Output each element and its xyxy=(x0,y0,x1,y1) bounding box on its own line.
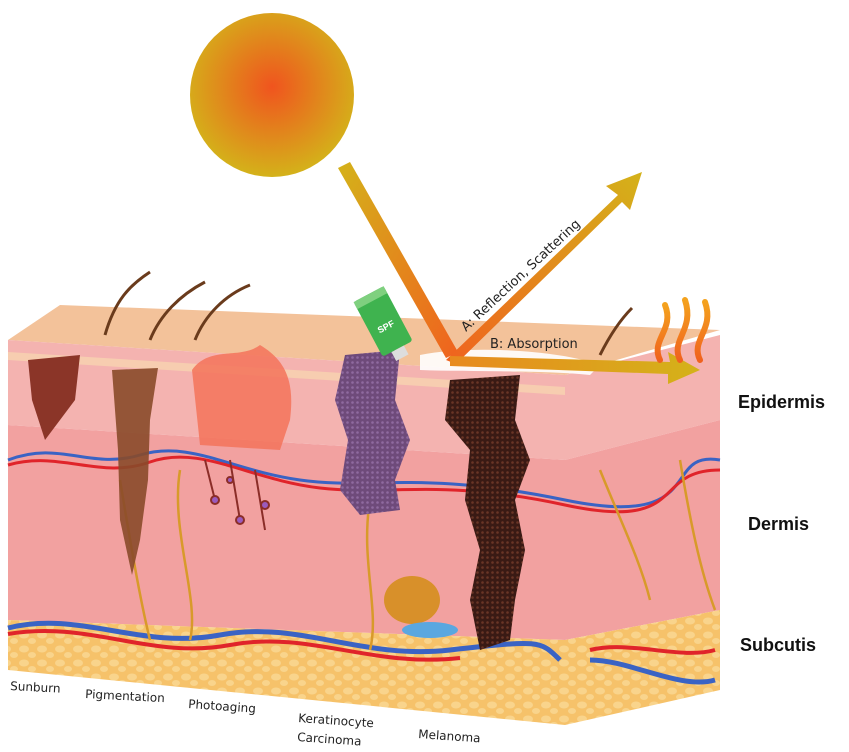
hairs xyxy=(103,270,634,356)
ray-b-arrow xyxy=(450,352,700,384)
incoming-ray xyxy=(338,162,458,358)
label-keratinocyte: Keratinocyte xyxy=(298,711,375,730)
label-melanoma: Melanoma xyxy=(418,727,481,745)
sun-icon xyxy=(190,13,354,177)
skin-cell xyxy=(384,576,440,624)
label-carcinoma: Carcinoma xyxy=(297,730,362,748)
ray-a-arrow xyxy=(446,172,642,364)
label-pigmentation: Pigmentation xyxy=(85,687,165,705)
uv-rays xyxy=(338,162,700,384)
pigmentation-lesion xyxy=(112,368,158,575)
keratinocyte-carcinoma-lesion xyxy=(335,350,410,515)
label-subcutis: Subcutis xyxy=(740,635,816,655)
melanoma-lesion xyxy=(445,375,530,650)
spf-tube-icon: SPF xyxy=(353,286,412,361)
ray-a-label: A: Reflection, Scattering xyxy=(458,217,583,335)
label-epidermis: Epidermis xyxy=(738,392,825,412)
label-photoaging: Photoaging xyxy=(188,697,257,716)
label-dermis: Dermis xyxy=(748,514,809,534)
skin-gland xyxy=(402,622,458,638)
photoaging-fibers xyxy=(204,459,270,531)
skin-right-face xyxy=(565,335,720,725)
ray-b-label: B: Absorption xyxy=(490,337,578,352)
label-sunburn: Sunburn xyxy=(10,679,61,696)
photoaging-lesion xyxy=(192,345,292,450)
sunburn-lesion xyxy=(28,355,80,440)
heat-icon xyxy=(654,297,711,363)
